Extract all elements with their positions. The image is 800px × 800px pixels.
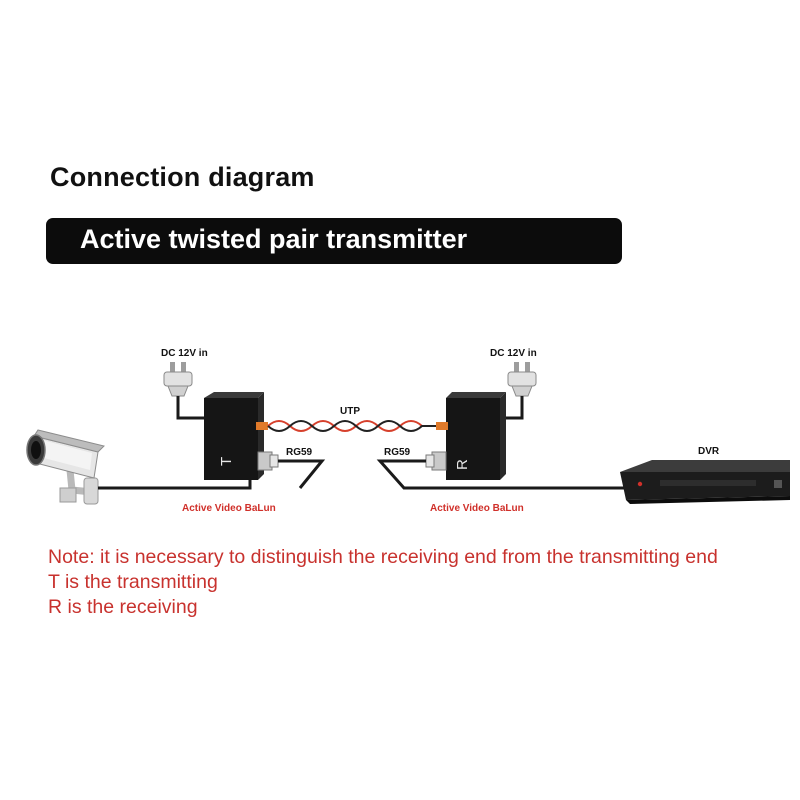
balun-transmitter-icon (204, 392, 279, 480)
power-plug-icon (507, 362, 537, 397)
rg59-label-right: RG59 (384, 447, 411, 458)
balun-receiver-icon (425, 392, 506, 480)
transmitter-letter: T (218, 457, 235, 466)
diagram-heading: Connection diagram (50, 162, 315, 192)
dvr-label: DVR (698, 446, 720, 457)
utp-twisted-pair-cable (267, 420, 436, 432)
power-label-left: DC 12V in (161, 348, 208, 359)
note-line: Note: it is necessary to distinguish the… (48, 546, 718, 568)
balun-caption-left: Active Video BaLun (182, 503, 276, 514)
utp-label: UTP (340, 406, 360, 417)
note-receiving: R is the receiving (48, 596, 198, 618)
cctv-camera-icon (26, 429, 105, 505)
dvr-recorder-icon (620, 460, 790, 504)
banner-title: Active twisted pair transmitter (80, 224, 468, 254)
power-cable-right (502, 396, 524, 420)
title-banner: Active twisted pair transmitter (46, 218, 622, 264)
rg59-label-left: RG59 (286, 447, 313, 458)
receiver-letter: R (454, 459, 471, 470)
rg59-cable-right (376, 459, 630, 490)
power-cable-left (176, 396, 204, 420)
note-transmitting: T is the transmitting (48, 571, 218, 593)
power-label-right: DC 12V in (490, 348, 537, 359)
balun-caption-right: Active Video BaLun (430, 503, 524, 514)
power-plug-icon (163, 362, 193, 397)
rg59-cable-left (278, 459, 326, 489)
